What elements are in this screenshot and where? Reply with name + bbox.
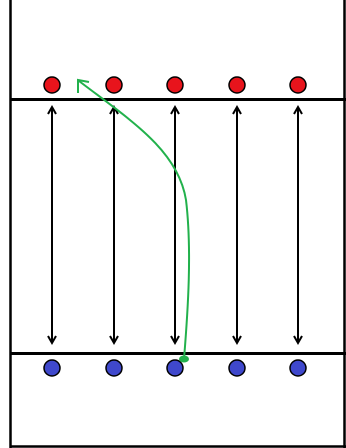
movement-path-start-dot: [179, 355, 189, 363]
lane-arrow-head-up: [232, 104, 242, 115]
lane-arrow-head-up: [47, 104, 57, 115]
bottom-row-marker-4: [228, 359, 246, 377]
bottom-row-marker-3: [166, 359, 184, 377]
top-row-marker-3: [166, 76, 184, 94]
lane-arrow-head-down: [170, 335, 180, 346]
top-row-marker-1: [43, 76, 61, 94]
bottom-row-marker-1: [43, 359, 61, 377]
top-row-marker-2: [105, 76, 123, 94]
lane-arrow-3: [170, 104, 180, 346]
lane-arrow-head-up: [170, 104, 180, 115]
lane-arrow-head-down: [232, 335, 242, 346]
lane-arrow-head-down: [293, 335, 303, 346]
movement-path: [77, 78, 191, 363]
lane-arrow-head-down: [109, 335, 119, 346]
lane-arrow-1: [47, 104, 57, 346]
lane-arrow-5: [293, 104, 303, 346]
top-row-marker-5: [289, 76, 307, 94]
bottom-row-marker-5: [289, 359, 307, 377]
top-row-markers: [43, 76, 307, 94]
lane-arrow-head-down: [47, 335, 57, 346]
lane-arrow-head-up: [293, 104, 303, 115]
bottom-row-markers: [43, 359, 307, 377]
lane-arrow-4: [232, 104, 242, 346]
movement-path-line: [78, 80, 191, 360]
top-row-marker-4: [228, 76, 246, 94]
movement-path-arrowhead: [77, 78, 90, 93]
bottom-row-marker-2: [105, 359, 123, 377]
